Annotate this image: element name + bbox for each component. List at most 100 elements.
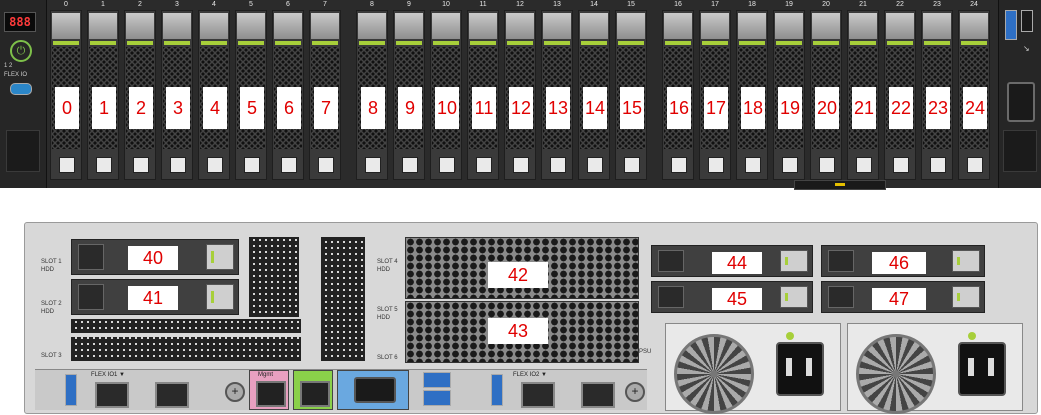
drive-bay-21[interactable]: 21 bbox=[847, 10, 879, 180]
sfp-port[interactable] bbox=[581, 382, 615, 408]
rear-bay-43[interactable]: 43 bbox=[405, 301, 639, 363]
drive-bay-4[interactable]: 4 bbox=[198, 10, 230, 180]
drive-bay-20[interactable]: 20 bbox=[810, 10, 842, 180]
drive-bay-24[interactable]: 24 bbox=[958, 10, 990, 180]
latch-icon[interactable] bbox=[782, 157, 798, 173]
usb-port[interactable] bbox=[423, 372, 451, 388]
mgmt-port[interactable]: Mgmt bbox=[249, 370, 289, 410]
latch-icon[interactable] bbox=[476, 157, 492, 173]
bay-label: 0 bbox=[55, 87, 79, 129]
latch-icon[interactable] bbox=[587, 157, 603, 173]
drive-bay-11[interactable]: 11 bbox=[467, 10, 499, 180]
slot-4-label: SLOT 4 bbox=[377, 259, 398, 265]
drive-bay-10[interactable]: 10 bbox=[430, 10, 462, 180]
drive-bay-15[interactable]: 15 bbox=[615, 10, 647, 180]
slot-number: 8 bbox=[370, 1, 374, 8]
slot-number: 7 bbox=[323, 1, 327, 8]
hdd-label: HDD bbox=[41, 267, 54, 273]
drive-bay-17[interactable]: 17 bbox=[699, 10, 731, 180]
drive-bay-23[interactable]: 23 bbox=[921, 10, 953, 180]
slot-number: 20 bbox=[822, 1, 830, 8]
latch-icon[interactable] bbox=[624, 157, 640, 173]
ethernet-port[interactable] bbox=[293, 370, 333, 410]
latch-icon[interactable] bbox=[967, 157, 983, 173]
drive-bay-7[interactable]: 7 bbox=[309, 10, 341, 180]
drive-bay-19[interactable]: 19 bbox=[773, 10, 805, 180]
vga-port[interactable] bbox=[337, 370, 409, 410]
latch-icon[interactable] bbox=[281, 157, 297, 173]
slot-number: 10 bbox=[442, 1, 450, 8]
latch-icon[interactable] bbox=[893, 157, 909, 173]
power-supply-1[interactable] bbox=[665, 323, 841, 414]
usb-port[interactable] bbox=[423, 390, 451, 406]
bay-label: 46 bbox=[872, 252, 926, 274]
uid-button[interactable] bbox=[10, 83, 32, 95]
latch-icon[interactable] bbox=[819, 157, 835, 173]
drive-bay-5[interactable]: 5 bbox=[235, 10, 267, 180]
bay-label: 11 bbox=[472, 87, 496, 129]
drive-bay-2[interactable]: 2 bbox=[124, 10, 156, 180]
latch-icon[interactable] bbox=[745, 157, 761, 173]
latch-icon[interactable] bbox=[708, 157, 724, 173]
power-icon[interactable]: ⏻ bbox=[10, 40, 32, 62]
rear-bay-45[interactable]: 45 bbox=[651, 281, 813, 313]
latch-icon[interactable] bbox=[550, 157, 566, 173]
rear-bay-42[interactable]: 42 bbox=[405, 237, 639, 299]
bay-label: 16 bbox=[667, 87, 691, 129]
power-supply-2[interactable] bbox=[847, 323, 1023, 414]
drive-bay-16[interactable]: 16 bbox=[662, 10, 694, 180]
rear-bay-47[interactable]: 47 bbox=[821, 281, 985, 313]
power-socket[interactable] bbox=[776, 342, 824, 396]
latch-icon[interactable] bbox=[856, 157, 872, 173]
slot-number: 19 bbox=[785, 1, 793, 8]
latch-icon[interactable] bbox=[671, 157, 687, 173]
latch-icon[interactable] bbox=[170, 157, 186, 173]
sfp-port[interactable] bbox=[155, 382, 189, 408]
latch-icon[interactable] bbox=[207, 157, 223, 173]
usb-c-port[interactable] bbox=[1021, 10, 1033, 32]
drive-bay-6[interactable]: 6 bbox=[272, 10, 304, 180]
usb-port[interactable] bbox=[1005, 10, 1017, 40]
bay-label: 19 bbox=[778, 87, 802, 129]
slot-6-label: SLOT 6 bbox=[377, 355, 398, 361]
bay-label: 45 bbox=[712, 288, 762, 310]
drive-bay-12[interactable]: 12 bbox=[504, 10, 536, 180]
drive-bay-13[interactable]: 13 bbox=[541, 10, 573, 180]
sfp-port[interactable] bbox=[521, 382, 555, 408]
bay-label: 43 bbox=[488, 318, 548, 344]
latch-icon[interactable] bbox=[402, 157, 418, 173]
drive-bay-3[interactable]: 3 bbox=[161, 10, 193, 180]
slot-number: 23 bbox=[933, 1, 941, 8]
bay-label: 40 bbox=[128, 246, 178, 270]
drive-bay-14[interactable]: 14 bbox=[578, 10, 610, 180]
pull-tab[interactable] bbox=[794, 180, 886, 190]
drive-bay-9[interactable]: 9 bbox=[393, 10, 425, 180]
bay-label: 15 bbox=[620, 87, 644, 129]
latch-icon[interactable] bbox=[930, 157, 946, 173]
blue-handle[interactable] bbox=[65, 374, 77, 406]
latch-icon[interactable] bbox=[59, 157, 75, 173]
sfp-port[interactable] bbox=[95, 382, 129, 408]
drive-bay-0[interactable]: 0 bbox=[50, 10, 82, 180]
rear-bay-40[interactable]: 40 bbox=[71, 239, 239, 275]
latch-icon[interactable] bbox=[439, 157, 455, 173]
latch-icon[interactable] bbox=[96, 157, 112, 173]
latch-icon[interactable] bbox=[318, 157, 334, 173]
power-socket[interactable] bbox=[958, 342, 1006, 396]
latch-icon[interactable] bbox=[133, 157, 149, 173]
latch-icon[interactable] bbox=[365, 157, 381, 173]
rear-bay-41[interactable]: 41 bbox=[71, 279, 239, 315]
rear-bay-44[interactable]: 44 bbox=[651, 245, 813, 277]
bay-label: 5 bbox=[240, 87, 264, 129]
drive-bay-1[interactable]: 1 bbox=[87, 10, 119, 180]
latch-icon[interactable] bbox=[244, 157, 260, 173]
drive-bay-8[interactable]: 8 bbox=[356, 10, 388, 180]
drive-bay-18[interactable]: 18 bbox=[736, 10, 768, 180]
psu-label: PSU bbox=[639, 349, 652, 355]
rear-bay-46[interactable]: 46 bbox=[821, 245, 985, 277]
left-ear: 888 ⏻ 1 2 FLEX IO bbox=[0, 0, 47, 188]
drive-bay-22[interactable]: 22 bbox=[884, 10, 916, 180]
vga-port[interactable] bbox=[1007, 82, 1035, 122]
blue-handle[interactable] bbox=[491, 374, 503, 406]
latch-icon[interactable] bbox=[513, 157, 529, 173]
